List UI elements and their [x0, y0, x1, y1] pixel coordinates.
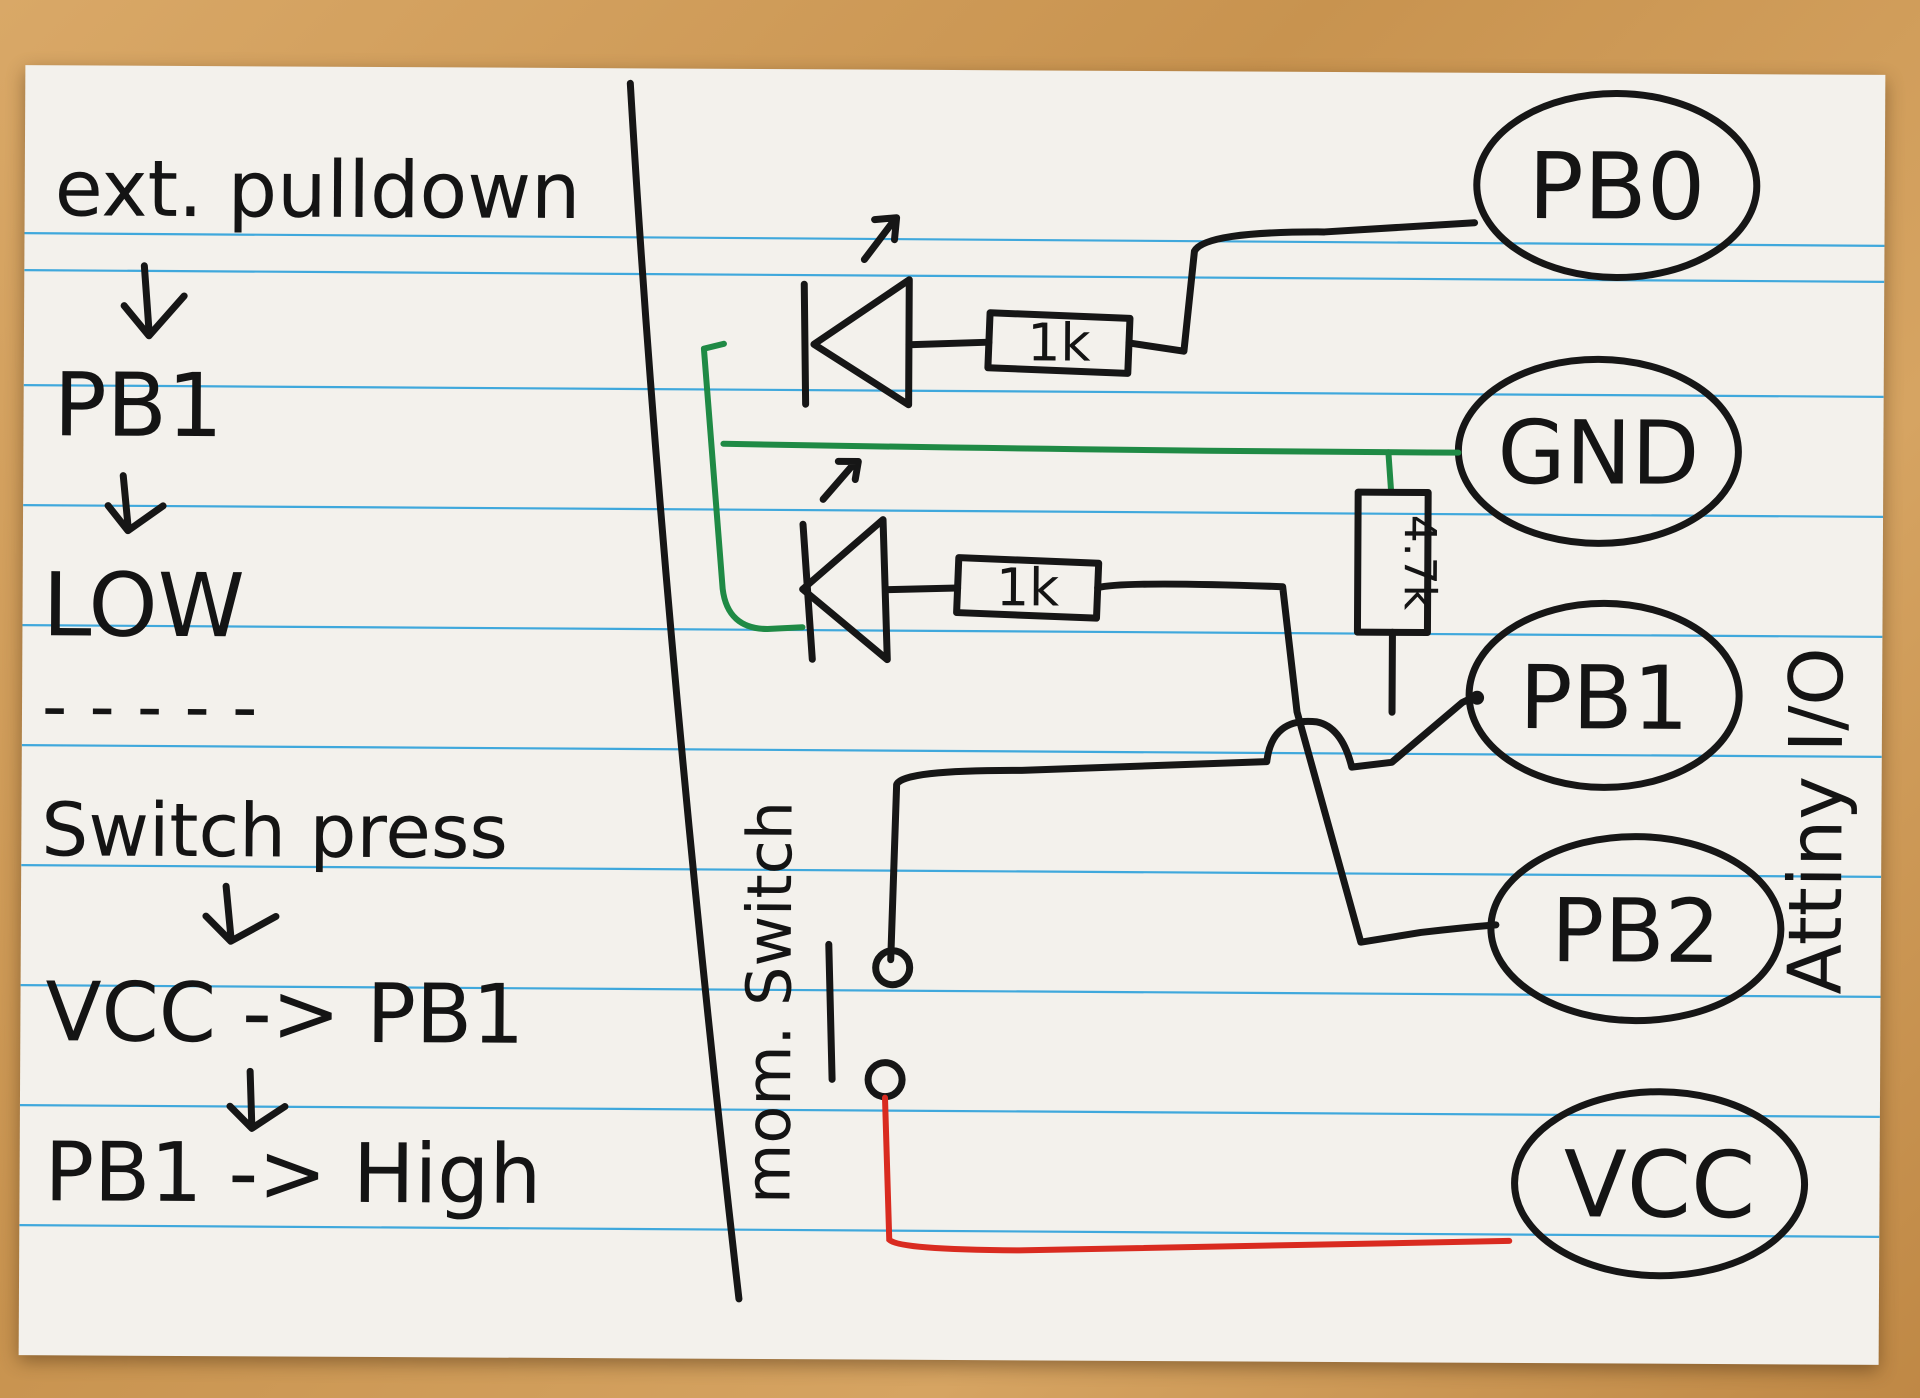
note-ext-pulldown: ext. pulldown	[55, 144, 581, 237]
svg-text:4.7k: 4.7k	[1394, 515, 1446, 611]
pb0-wire	[1125, 219, 1479, 355]
momentary-switch	[825, 940, 914, 1101]
junction-dot	[1470, 690, 1485, 705]
svg-text:1k: 1k	[996, 558, 1060, 618]
light-arrow-icon	[860, 214, 901, 264]
pin-pb2: PB2	[1487, 833, 1785, 1025]
pin-gnd: GND	[1454, 355, 1742, 547]
ruled-lines	[19, 232, 1885, 1238]
arrow-down-icon	[120, 262, 188, 340]
gnd-wire	[700, 340, 1462, 633]
arrow-down-icon	[202, 882, 280, 945]
arrow-down-icon	[104, 472, 167, 535]
note-low: LOW	[42, 553, 245, 657]
pb2-wire	[1094, 580, 1500, 946]
led-1	[800, 214, 993, 409]
svg-text:PB1: PB1	[1519, 646, 1689, 750]
schematic-drawing: ext. pulldown PB1 LOW - - - - - Switch p…	[19, 79, 1885, 1303]
svg-text:VCC: VCC	[1564, 1131, 1756, 1239]
resistor-r1: 1k	[984, 309, 1134, 377]
pin-vcc: VCC	[1511, 1088, 1809, 1280]
chip-label: Attiny I/O	[1773, 647, 1861, 995]
note-vcc-to-pb1: VCC -> PB1	[45, 965, 524, 1063]
led-2	[799, 457, 962, 664]
pb1-wire	[887, 694, 1476, 964]
note-pb1: PB1	[53, 353, 223, 457]
svg-text:1k: 1k	[1027, 313, 1091, 373]
pin-pb1: PB1	[1465, 599, 1743, 791]
pin-pb0: PB0	[1473, 89, 1761, 281]
svg-text:PB2: PB2	[1551, 879, 1721, 983]
resistor-r2: 1k	[953, 554, 1103, 622]
notes-column: ext. pulldown PB1 LOW - - - - - Switch p…	[41, 144, 581, 1223]
svg-text:PB0: PB0	[1528, 133, 1706, 241]
index-card: ext. pulldown PB1 LOW - - - - - Switch p…	[18, 65, 1886, 1365]
resistor-pulldown: 4.7k	[1353, 488, 1446, 716]
light-arrow-icon	[819, 457, 862, 503]
note-separator: - - - - -	[42, 665, 258, 748]
note-pb1-to-high: PB1 -> High	[44, 1125, 541, 1223]
note-switch-press: Switch press	[41, 787, 508, 875]
divider-line	[626, 79, 743, 1303]
vcc-wire	[881, 1094, 1513, 1254]
arrow-down-icon	[226, 1067, 289, 1132]
svg-text:GND: GND	[1497, 401, 1699, 505]
switch-label: mom. Switch	[731, 801, 806, 1205]
